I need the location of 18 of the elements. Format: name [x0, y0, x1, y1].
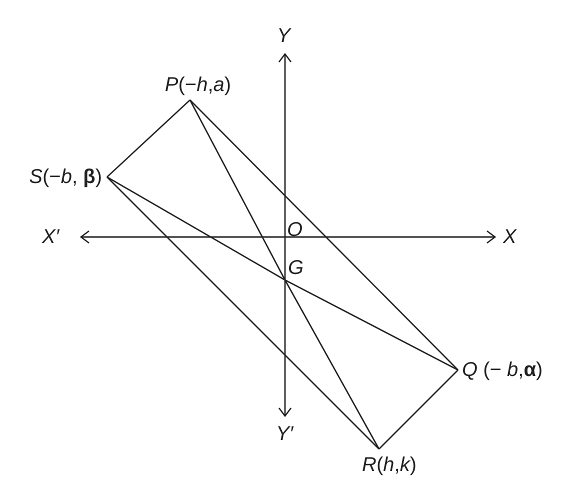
axis-label: X′: [42, 225, 60, 249]
point-label: Q (− b,α): [462, 357, 574, 383]
axis-label: Y: [277, 24, 290, 48]
axis-label: O: [287, 218, 303, 242]
axis-label: Y′: [276, 422, 294, 446]
line-segment: [189, 100, 286, 280]
line-segment: [284, 280, 380, 450]
line-segment: [378, 370, 458, 450]
line-segment: [106, 176, 286, 281]
axis-label: X: [503, 225, 516, 249]
point-label: G: [288, 255, 310, 281]
point-label: S(−b, β): [2, 164, 102, 190]
point-label: P(−h,a): [148, 72, 248, 98]
point-label: R(h,k): [362, 452, 444, 478]
line-segment: [284, 279, 458, 371]
line-segment: [106, 176, 380, 450]
line-segment: [190, 100, 458, 370]
line-segment: [106, 99, 190, 178]
